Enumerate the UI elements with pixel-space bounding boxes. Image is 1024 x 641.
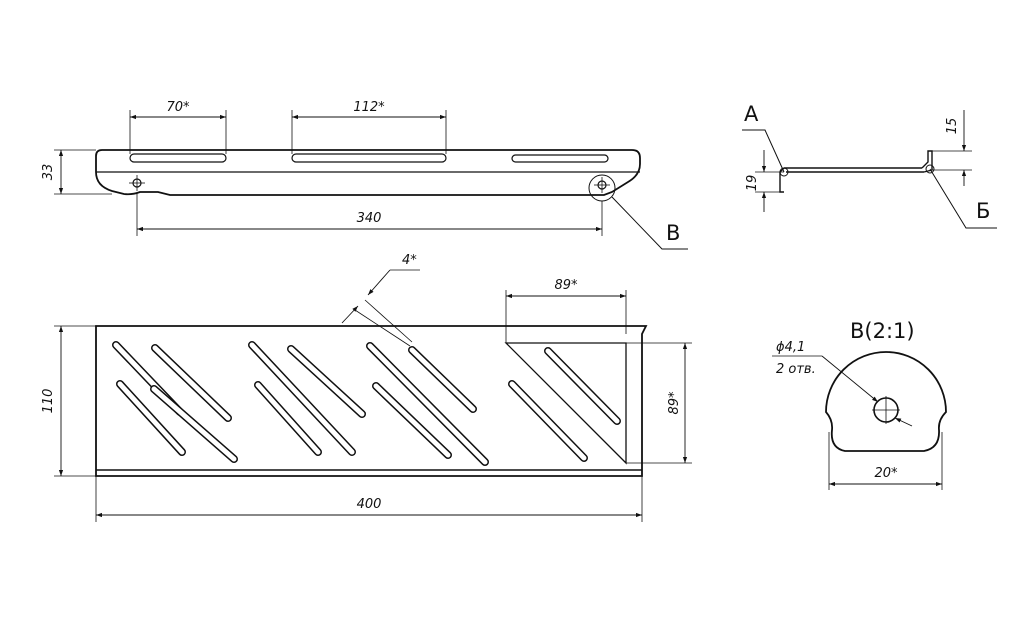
dim-length: 400: [95, 476, 643, 522]
dim-triangle-height-label: 89*: [667, 391, 682, 415]
slots-group: [112, 341, 621, 466]
side-slot: [129, 153, 227, 163]
label-a-callout: А: [742, 102, 785, 173]
dim-triangle-width: 89*: [505, 278, 627, 343]
diagonal-slot: [544, 347, 621, 425]
dim-triangle-height: 89*: [626, 342, 692, 464]
end-view-outline: [779, 150, 935, 193]
side-view: 70* 112* 33 340 В: [41, 100, 688, 250]
diagonal-slot: [508, 380, 588, 462]
side-slot: [291, 153, 447, 163]
dim-end-top-label: 15: [945, 118, 960, 135]
dim-triangle-width-label: 89*: [554, 278, 578, 293]
end-view: А Б 15 19: [742, 102, 997, 229]
diagonal-slot: [116, 380, 186, 456]
diagonal-slot: [254, 381, 322, 456]
dim-slot2: 112*: [291, 100, 447, 154]
dim-depth: 110: [41, 325, 96, 477]
detail-callout-label: В: [666, 221, 680, 245]
detail-width-label: 20*: [874, 466, 898, 481]
label-a: А: [744, 102, 759, 126]
diagonal-slot: [150, 385, 238, 463]
triangle-cutout: [504, 342, 627, 465]
dim-end-top: 15: [932, 110, 972, 186]
plan-view: 4* 89* 89* 110 400: [41, 253, 692, 522]
dim-length-label: 400: [357, 497, 382, 512]
dim-slot-width: 4*: [341, 253, 420, 347]
label-b-callout: Б: [929, 168, 997, 229]
end-hole-b: [925, 164, 935, 174]
side-slot: [511, 154, 609, 163]
dim-slot-width-label: 4*: [402, 253, 417, 268]
detail-view-title: В(2:1): [850, 319, 915, 343]
dim-slot2-label: 112*: [353, 100, 385, 115]
detail-hole-diameter: ϕ4,1: [776, 340, 805, 355]
side-view-outline: [95, 149, 641, 202]
detail-view: В(2:1) ϕ4,1 2 отв. 20*: [772, 319, 947, 490]
diagonal-slot: [151, 344, 232, 422]
dim-end-left: 19: [745, 150, 784, 212]
diagonal-slot: [372, 382, 452, 459]
detail-hole-count: 2 отв.: [776, 362, 816, 377]
dim-slot1-label: 70*: [166, 100, 190, 115]
diagonal-slot: [287, 345, 366, 418]
dim-height-label: 33: [41, 164, 56, 181]
label-b: Б: [976, 199, 990, 223]
diagonal-slot: [248, 341, 356, 456]
dim-end-left-label: 19: [745, 175, 760, 192]
detail-outline: [825, 351, 947, 452]
dim-holes-label: 340: [357, 211, 382, 226]
dim-height: 33: [41, 149, 112, 195]
plan-outline: [95, 325, 648, 477]
detail-leader: В: [611, 196, 688, 250]
diagonal-slot: [408, 346, 477, 413]
dim-holes: 340: [136, 192, 603, 236]
dim-slot1: 70*: [129, 100, 227, 154]
dim-depth-label: 110: [41, 389, 56, 414]
diagonal-slot: [366, 342, 489, 466]
